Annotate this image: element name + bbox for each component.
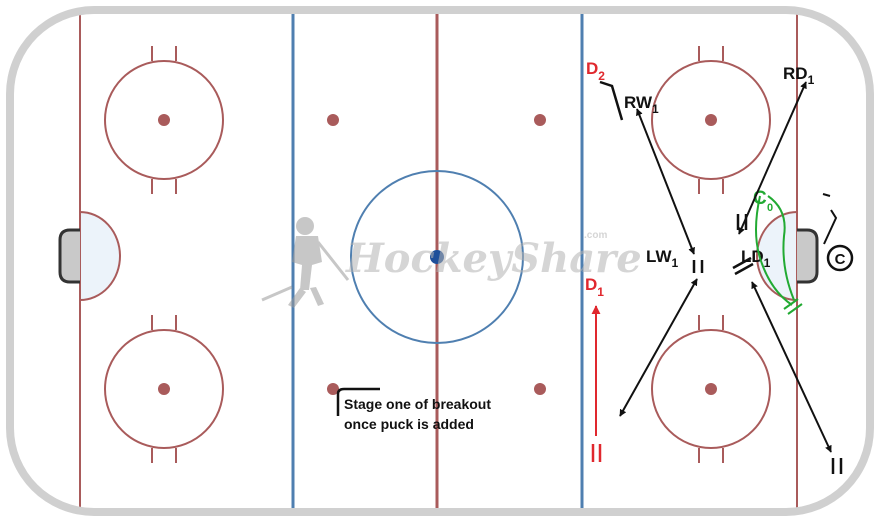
- annotation-line-2: once puck is added: [344, 416, 474, 432]
- arrow-rw1-to-lw1: [636, 108, 695, 255]
- arrow-ld1-to-corner: [751, 281, 832, 453]
- svg-text:0: 0: [767, 202, 773, 214]
- left-goal-crease: [79, 210, 121, 302]
- center-faceoff-dot: [430, 250, 444, 264]
- svg-text:C: C: [835, 251, 846, 268]
- svg-text:D2: D2: [586, 59, 605, 83]
- player-d1: D1: [585, 275, 604, 299]
- player-d2: D2: [586, 59, 605, 83]
- hockeyshare-watermark: HockeyShare .com: [261, 217, 642, 308]
- faceoff-circle-top-left: [104, 46, 224, 194]
- right-net: [797, 228, 819, 284]
- faceoff-dots: [158, 114, 717, 395]
- watermark-text: HockeyShare: [345, 235, 642, 282]
- arrow-ld1-to-rd1: [738, 81, 807, 235]
- stage-annotation: Stage one of breakout once puck is added: [336, 387, 491, 432]
- d1-start-marker: [591, 444, 602, 462]
- svg-text:D1: D1: [585, 275, 604, 299]
- watermark-suffix: .com: [584, 230, 607, 241]
- skater-silhouette: [261, 217, 350, 308]
- player-rd1: RD1: [783, 64, 815, 87]
- arrow-lw1-to-d1: [619, 278, 698, 417]
- svg-text:RD1: RD1: [783, 64, 815, 87]
- left-net: [58, 228, 80, 284]
- movement-arrows: [619, 81, 832, 453]
- center-faceoff-circle: [350, 170, 524, 344]
- faceoff-circle-bottom-left: [104, 315, 224, 463]
- coach-black: C: [822, 193, 854, 272]
- annotation-line-1: Stage one of breakout: [344, 396, 491, 412]
